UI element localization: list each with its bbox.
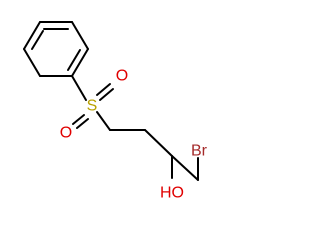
structure-diagram: S O O Br HO <box>23 21 208 202</box>
sulfonyl-double-bond-upper <box>96 83 114 101</box>
ring-double-bond-2 <box>67 49 81 71</box>
sulfur-atom-label: S <box>87 98 98 115</box>
oxygen-atom-label-lower: O <box>60 125 72 142</box>
sulfur-c1-bond <box>96 111 111 131</box>
ring-sulfur-bond <box>71 75 87 101</box>
bromine-atom-label: Br <box>191 143 208 160</box>
ring-bond-2 <box>71 21 89 50</box>
hydroxyl-atom-label: HO <box>160 185 184 202</box>
benzene-ring <box>23 21 89 77</box>
ring-bond-3 <box>71 48 89 77</box>
c2-c3-bond <box>144 129 173 157</box>
sulfonyl-double-bond-lower <box>72 114 89 129</box>
ring-double-bond-3 <box>31 30 44 50</box>
ring-bond-5 <box>23 48 41 77</box>
c3-c4-bond <box>171 155 199 181</box>
ring-bond-6 <box>23 21 41 50</box>
oxygen-atom-label-upper: O <box>116 68 128 85</box>
